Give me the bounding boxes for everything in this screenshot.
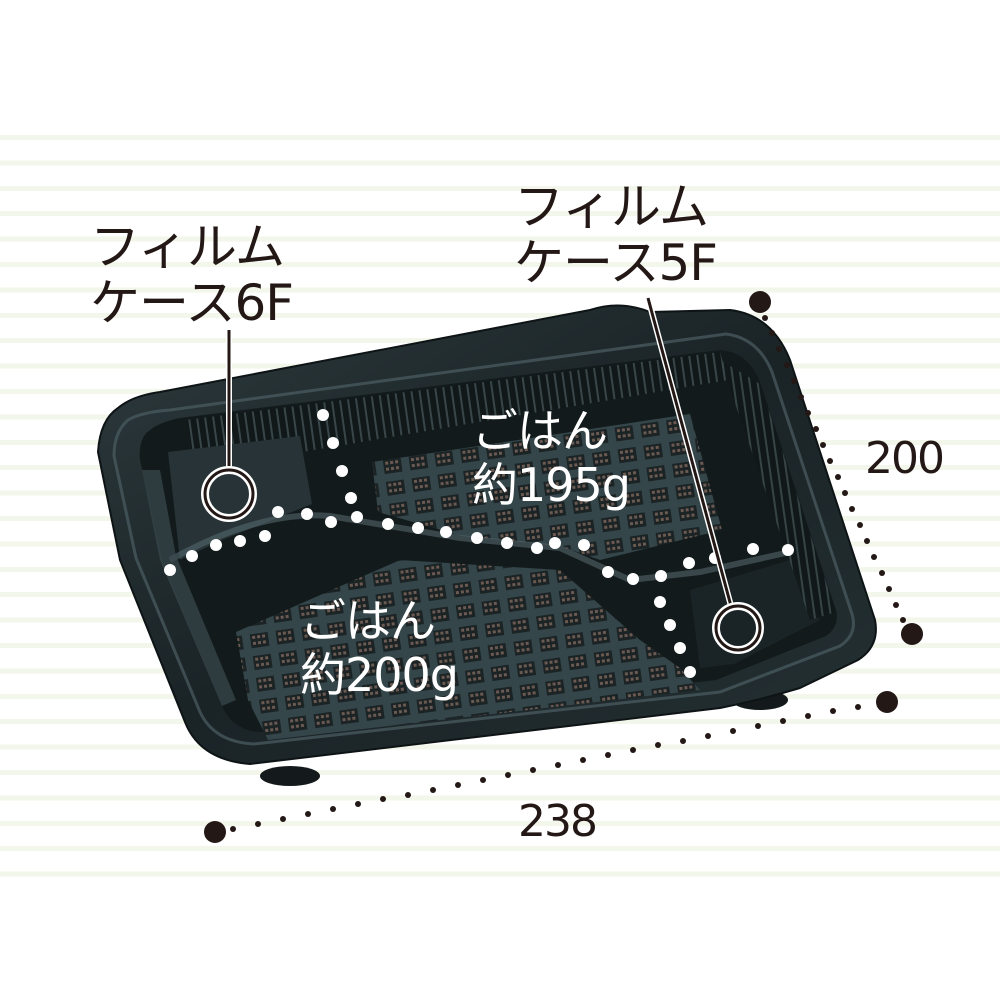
tray-left-wall — [142, 470, 236, 706]
film-case-6f-line2: ケース6F — [90, 274, 294, 332]
rice-200g-line1: ごはん — [300, 594, 436, 648]
tray-back-wall — [186, 352, 728, 470]
rice-195g-line1: ごはん — [472, 404, 608, 458]
left-film-case-compartment — [168, 436, 312, 560]
lower-rice-compartment — [236, 560, 700, 740]
film-case-5f-line1: フィルム — [514, 178, 709, 236]
rice-195g-label: ごはん 約195g — [472, 404, 631, 512]
film-case-5f-line2: ケース5F — [514, 234, 718, 292]
tray-right-wall — [720, 360, 836, 620]
film-case-6f-label: フィルム ケース6F — [90, 218, 294, 332]
depth-dimension-line — [749, 291, 923, 645]
rice-200g-line2: 約200g — [300, 648, 459, 702]
film-case-6f-leader — [201, 330, 257, 522]
width-dimension-label: 238 — [518, 796, 598, 847]
rice-200g-label: ごはん 約200g — [300, 594, 459, 702]
tray-rim-highlight — [112, 332, 855, 746]
width-dimension-line — [204, 691, 898, 843]
upper-rice-compartment — [372, 414, 722, 560]
film-case-5f-leader — [645, 297, 764, 654]
depth-dimension-label: 200 — [865, 433, 945, 484]
rice-195g-line2: 約195g — [472, 458, 631, 512]
film-case-5f-label: フィルム ケース5F — [514, 178, 718, 292]
compartment-divider-dots — [164, 409, 794, 678]
film-case-6f-line1: フィルム — [90, 218, 285, 276]
